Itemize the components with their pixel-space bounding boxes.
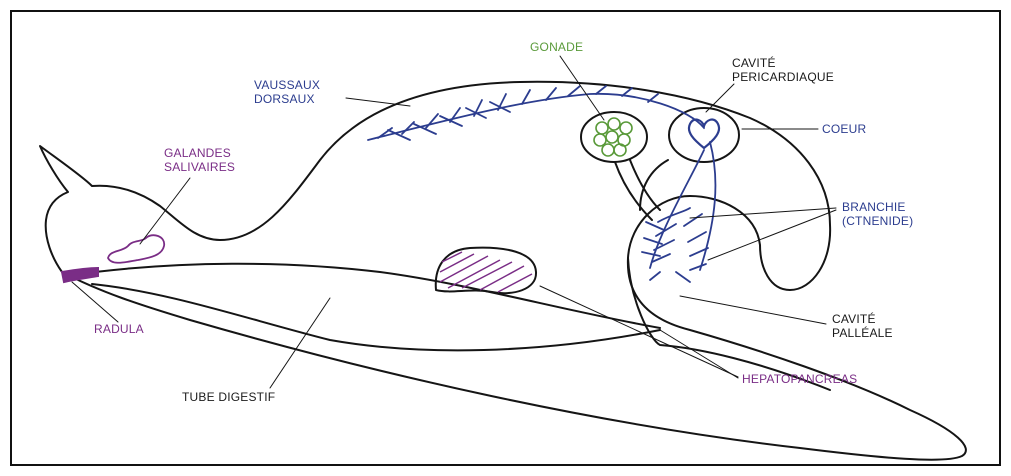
pointer-tube-digestif: [270, 298, 330, 388]
heart: [689, 120, 719, 148]
pointer-palleale: [680, 296, 826, 324]
gonad-follicles: [594, 118, 632, 156]
digestive-tube-lower: [92, 284, 660, 350]
pointer-hepatopancreas-2: [660, 330, 738, 378]
pericardial-cavity: [669, 108, 739, 162]
body-outline: [40, 82, 966, 460]
dorsal-vessels: [368, 86, 704, 140]
label-galandes-salivaires: GALANDES SALIVAIRES: [164, 146, 235, 174]
label-cavite-pericardiaque: CAVITÉ PERICARDIAQUE: [732, 56, 834, 84]
label-gonade: GONADE: [530, 40, 583, 54]
digestive-tube-upper: [95, 264, 660, 328]
label-vaussaux-dorsaux: VAUSSAUX DORSAUX: [254, 78, 320, 106]
pointer-salivaires: [140, 178, 190, 244]
label-radula: RADULA: [94, 322, 144, 336]
label-coeur: COEUR: [822, 122, 866, 136]
pointer-gonade: [560, 56, 604, 120]
label-branchie: BRANCHIE (CTNENIDE): [842, 200, 913, 228]
pointer-branchie-2: [708, 210, 836, 260]
radula: [62, 268, 98, 282]
salivary-gland: [108, 235, 164, 263]
gill: [642, 142, 715, 282]
label-hepatopancreas: HEPATOPANCREAS: [742, 372, 857, 386]
gonad-envelope: [581, 112, 647, 162]
label-tube-digestif: TUBE DIGESTIF: [182, 390, 275, 404]
label-cavite-palleale: CAVITÉ PALLÉALE: [832, 312, 893, 340]
visceral-coil-inner: [628, 258, 830, 390]
pointer-branchie-1: [690, 208, 836, 218]
